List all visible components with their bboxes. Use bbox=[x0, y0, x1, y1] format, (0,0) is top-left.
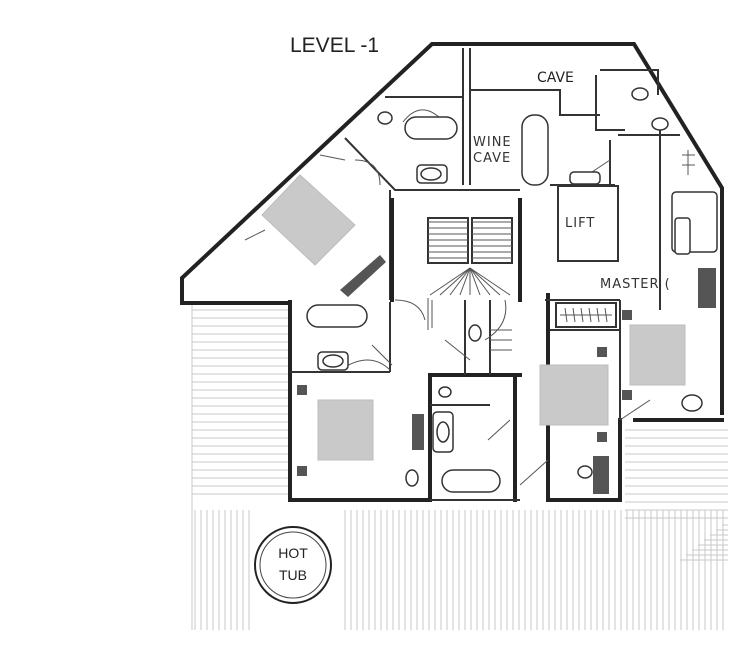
bed-master bbox=[629, 324, 686, 386]
bed-right bbox=[539, 364, 609, 426]
beds bbox=[261, 174, 686, 461]
bathroom-fixtures bbox=[306, 87, 718, 493]
label-hot-tub-line2: TUB bbox=[279, 567, 307, 583]
staircase bbox=[428, 221, 512, 296]
label-wine-line2: CAVE bbox=[473, 151, 511, 166]
dark-furniture bbox=[297, 255, 716, 494]
door-swings bbox=[339, 109, 651, 486]
label-hot-tub-line1: HOT bbox=[278, 545, 308, 561]
level-title: LEVEL -1 bbox=[290, 34, 379, 57]
label-master: MASTER ( bbox=[600, 277, 671, 292]
label-lift: LIFT bbox=[565, 216, 595, 231]
label-wine-line1: WINE bbox=[473, 135, 512, 150]
hot-tub: HOT TUB bbox=[254, 526, 332, 604]
label-cave: CAVE bbox=[537, 70, 574, 86]
bed-top-left bbox=[261, 174, 356, 266]
bed-bottom-left bbox=[317, 399, 374, 461]
wardrobe bbox=[244, 150, 695, 351]
exterior-walls bbox=[180, 42, 724, 422]
deck-terrace bbox=[191, 305, 728, 630]
